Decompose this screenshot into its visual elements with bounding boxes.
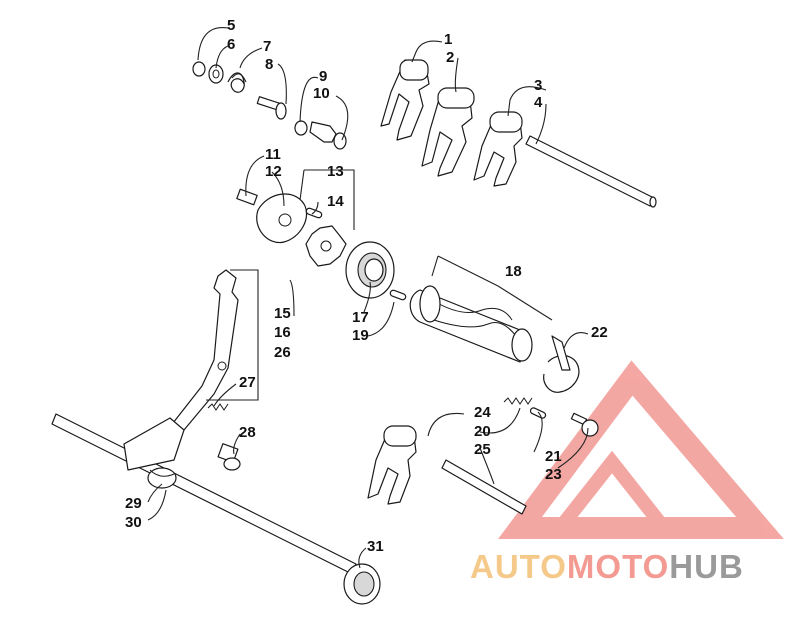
bolt-23 bbox=[570, 412, 599, 437]
callout-6: 6 bbox=[227, 36, 236, 53]
star-segment-13 bbox=[305, 225, 347, 267]
shift-drum-18 bbox=[409, 285, 533, 363]
stopper-22 bbox=[543, 335, 580, 393]
nut-washer-set bbox=[192, 61, 224, 84]
callout-11: 11 bbox=[265, 146, 281, 163]
watermark-auto: AUTO bbox=[470, 548, 567, 585]
callout-25: 25 bbox=[474, 441, 491, 458]
callout-30: 30 bbox=[125, 514, 142, 531]
callout-28: 28 bbox=[239, 424, 256, 441]
callout-18: 18 bbox=[505, 263, 522, 280]
fork-shaft-25 bbox=[441, 459, 527, 515]
callout-1: 1 bbox=[444, 31, 453, 48]
watermark-text: AUTOMOTOHUB bbox=[470, 548, 744, 586]
callout-26: 26 bbox=[274, 344, 291, 361]
arm-9-10 bbox=[294, 120, 347, 150]
callout-9: 9 bbox=[319, 68, 328, 85]
callout-16: 16 bbox=[274, 324, 291, 341]
callout-15: 15 bbox=[274, 305, 291, 322]
callout-22: 22 bbox=[591, 324, 608, 341]
callout-31: 31 bbox=[367, 538, 384, 555]
spring-7 bbox=[227, 72, 247, 93]
watermark-moto: MOTO bbox=[566, 548, 670, 585]
callout-14: 14 bbox=[327, 193, 344, 210]
shift-shaft-29 bbox=[51, 413, 357, 575]
callout-2: 2 bbox=[446, 49, 455, 66]
spring-27 bbox=[207, 403, 229, 411]
callout-20: 20 bbox=[474, 423, 491, 440]
cam-plate-12 bbox=[256, 193, 308, 244]
shift-fork-1 bbox=[380, 59, 430, 141]
callout-21: 21 bbox=[545, 448, 562, 465]
callout-19: 19 bbox=[352, 327, 369, 344]
callout-23: 23 bbox=[545, 466, 562, 483]
callout-3: 3 bbox=[534, 77, 543, 94]
seal-31 bbox=[343, 563, 381, 605]
callout-24: 24 bbox=[474, 404, 491, 421]
spring-20 bbox=[503, 397, 533, 405]
callout-5: 5 bbox=[227, 17, 236, 34]
callout-12: 12 bbox=[265, 163, 282, 180]
leader-lines bbox=[147, 27, 589, 569]
pin-19 bbox=[389, 289, 407, 301]
callout-17: 17 bbox=[352, 309, 369, 326]
shift-fork-24 bbox=[367, 425, 417, 505]
fork-shaft-4 bbox=[525, 135, 657, 208]
callout-8: 8 bbox=[265, 56, 274, 73]
callout-7: 7 bbox=[263, 38, 272, 55]
callout-10: 10 bbox=[313, 85, 330, 102]
bolt-28 bbox=[217, 443, 241, 471]
bolt-11 bbox=[236, 188, 258, 206]
callout-4: 4 bbox=[534, 94, 543, 111]
callout-29: 29 bbox=[125, 495, 142, 512]
callout-27: 27 bbox=[239, 374, 256, 391]
bolt-8 bbox=[256, 96, 287, 120]
pin-21 bbox=[529, 407, 547, 419]
bearing-17 bbox=[345, 241, 395, 299]
watermark-hub: HUB bbox=[669, 548, 744, 585]
shift-fork-2 bbox=[421, 87, 475, 177]
shift-fork-3 bbox=[473, 111, 523, 187]
callout-13: 13 bbox=[327, 163, 344, 180]
